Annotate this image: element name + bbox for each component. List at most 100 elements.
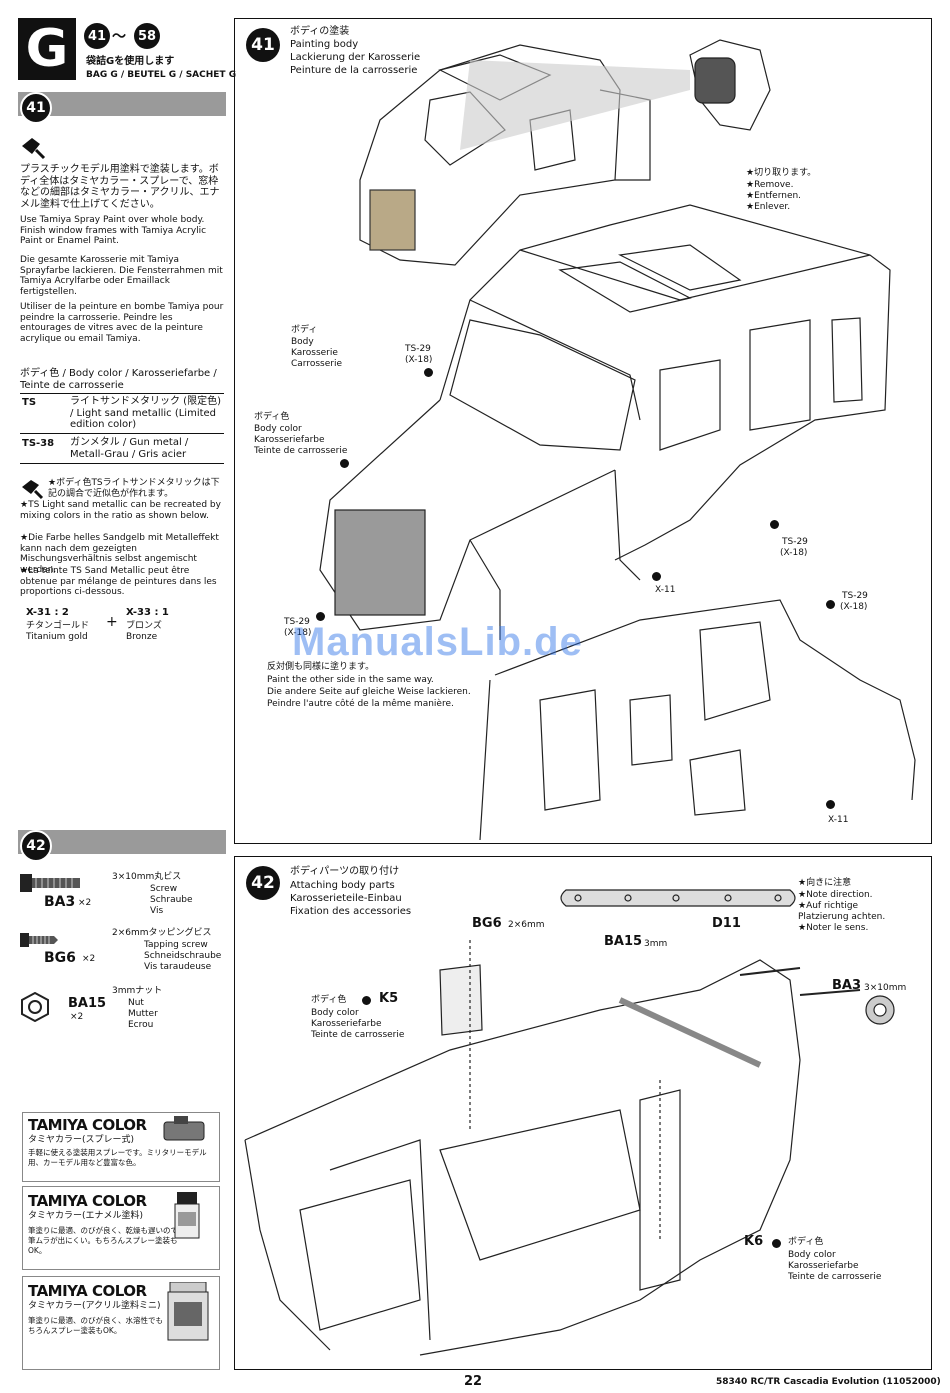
- mix-name-jp-x33: ブロンズ: [126, 621, 162, 631]
- cut-de: ★Entfernen.: [746, 191, 802, 201]
- body-color-heading: ボディ色 / Body color / Karosseriefarbe / Te…: [20, 368, 217, 391]
- tamiya-color-title-acrylic: TAMIYA COLOR: [28, 1282, 147, 1300]
- direction-de: ★Auf richtige: [798, 901, 859, 911]
- part-desc-bg6-fr: Vis taraudeuse: [144, 962, 212, 972]
- color-desc-ts: ライトサンドメタリック (限定色) / Light sand metallic …: [70, 396, 221, 430]
- x18-c: (X-18): [840, 602, 868, 612]
- tamiya-color-box-spray: [22, 1112, 220, 1182]
- label-d11: D11: [712, 916, 741, 931]
- label-bg6: BG6: [472, 916, 502, 931]
- step42-title-fr: Fixation des accessories: [290, 906, 412, 917]
- direction-de2: Platzierung achten.: [798, 912, 886, 922]
- step42-body-illustration: [244, 889, 895, 1356]
- other-side-fr: Peindre l'autre côté de la même manière.: [267, 699, 454, 709]
- other-side-jp: 反対側も同様に塗ります。: [267, 662, 375, 672]
- mix-ratio-x33: X-33 : 1: [126, 607, 169, 618]
- part-desc-ba15-de: Mutter: [128, 1009, 158, 1019]
- mix-name-x31: Titanium gold: [26, 632, 88, 642]
- step41-title-de: Lackierung der Karosserie: [290, 52, 421, 63]
- k6-color-de: Karosseriefarbe: [788, 1261, 859, 1271]
- step41-title-jp: ボディの塗装: [290, 26, 350, 37]
- label-k5: K5: [379, 991, 399, 1006]
- tamiya-color-text-spray: 手軽に使える塗装用スプレーです。ミリタリーモデル用、カーモデル用など豊富な色。: [28, 1148, 207, 1167]
- body-color-label-en: Body color: [254, 424, 302, 434]
- tamiya-color-box-enamel: [22, 1186, 220, 1270]
- body-label-jp: ボディ: [291, 325, 318, 335]
- enamel-bottle-icon: [174, 1192, 200, 1239]
- steps-to-badge: 58: [134, 23, 160, 49]
- other-side-en: Paint the other side in the same way.: [267, 675, 434, 685]
- direction-fr: ★Noter le sens.: [798, 923, 869, 933]
- step41-panel: [234, 18, 932, 844]
- k5-color-fr: Teinte de carrosserie: [311, 1030, 405, 1040]
- part-desc-bg6-en: Tapping screw: [144, 940, 208, 950]
- k5-color-en: Body color: [311, 1008, 359, 1018]
- k5-color-jp: ボディ色: [311, 995, 347, 1005]
- x11-a: X-11: [655, 585, 676, 595]
- mix-note-fr: ★La teinte TS Sand Metallic peut être ob…: [20, 566, 217, 597]
- part-qty-ba3: ×2: [78, 898, 92, 908]
- paint-dot-a: [424, 368, 433, 377]
- acrylic-jar-icon: [167, 1282, 209, 1341]
- paint-dot-b: [770, 520, 779, 529]
- ts29-c: TS-29: [842, 591, 868, 601]
- direction-jp: ★向きに注意: [798, 878, 852, 888]
- label-ba3-size: 3×10mm: [864, 983, 907, 993]
- steps-tilde: ～: [112, 29, 126, 45]
- paint-dot-c: [826, 600, 835, 609]
- section-letter-box: G: [18, 18, 76, 80]
- footer-code: 58340 RC/TR Cascadia Evolution (11052000…: [716, 1377, 941, 1387]
- body-label-fr: Carrosserie: [291, 359, 343, 369]
- spray-can-icon: [163, 1116, 205, 1141]
- note-brush-icon: [22, 480, 44, 500]
- mix-note-de: ★Die Farbe helles Sandgelb mit Metalleff…: [20, 533, 219, 575]
- paint-brush-icon: [22, 138, 46, 160]
- x18-a: (X-18): [405, 355, 433, 365]
- step42-title-de: Karosserieteile-Einbau: [290, 893, 402, 904]
- part-id-bg6: BG6: [44, 950, 76, 966]
- screw-bg6-icon: [20, 933, 58, 947]
- nut-ba15-icon: [21, 992, 49, 1022]
- mix-plus: +: [106, 614, 118, 630]
- ts29-a: TS-29: [405, 344, 431, 354]
- part-desc-ba3-fr: Vis: [150, 906, 164, 916]
- step41-bar: [18, 92, 226, 116]
- paint-dot-k5: [362, 996, 371, 1005]
- mix-note-jp: ★ボディ色TSライトサンドメタリックは下記の調合で近似色が作れます。: [48, 478, 220, 499]
- step41-instr-jp: プラスチックモデル用塗料で塗装します。ボディ全体はタミヤカラー・スプレーで、窓枠…: [20, 164, 220, 210]
- screw-ba3-icon: [20, 874, 80, 892]
- paint-dot-x11-a: [652, 572, 661, 581]
- k6-color-en: Body color: [788, 1250, 836, 1260]
- part-qty-ba15: ×2: [70, 1012, 84, 1022]
- mix-ratio-x31: X-31 : 2: [26, 607, 69, 618]
- steps-from-badge: 41: [84, 23, 110, 49]
- step42-title-en: Attaching body parts: [290, 880, 395, 891]
- tamiya-color-text-acrylic: 筆塗りに最適、のびが良く、水溶性でもちろんスプレー塗装もOK。: [28, 1316, 163, 1335]
- k6-color-fr: Teinte de carrosserie: [788, 1272, 882, 1282]
- color-code-ts: TS: [22, 397, 37, 408]
- step41-truck-illustration: [319, 39, 916, 840]
- color-table-rule-1: [20, 393, 224, 394]
- step42-badge: 42: [20, 830, 52, 862]
- cut-en: ★Remove.: [746, 180, 794, 190]
- tamiya-color-sub-spray: タミヤカラー(スプレー式): [28, 1135, 135, 1145]
- part-desc-bg6-jp: 2×6mmタッピングビス: [112, 928, 212, 938]
- color-desc-ts38: ガンメタル / Gun metal / Metall-Grau / Gris a…: [70, 437, 189, 460]
- paint-dot-k6: [772, 1239, 781, 1248]
- paint-dot-x11-b: [826, 800, 835, 809]
- watermark: ManualsLib.de: [292, 620, 583, 664]
- part-desc-ba15-jp: 3mmナット: [112, 986, 163, 996]
- bag-multi: BAG G / BEUTEL G / SACHET G: [86, 70, 237, 80]
- label-bg6-size: 2×6mm: [508, 920, 545, 930]
- part-qty-bg6: ×2: [82, 954, 96, 964]
- direction-en: ★Note direction.: [798, 890, 873, 900]
- step41-instr-de: Die gesamte Karosserie mit Tamiya Sprayf…: [20, 255, 223, 297]
- step41-instr-fr: Utiliser de la peinture en bombe Tamiya …: [20, 302, 224, 344]
- part-desc-bg6-de: Schneidschraube: [144, 951, 222, 961]
- k6-color-jp: ボディ色: [788, 1237, 824, 1247]
- body-label-de: Karosserie: [291, 348, 338, 358]
- color-table-rule-3: [20, 463, 224, 464]
- section-letter: G: [25, 19, 69, 79]
- x11-b: X-11: [828, 815, 849, 825]
- mix-name-jp-x31: チタンゴールド: [26, 621, 90, 631]
